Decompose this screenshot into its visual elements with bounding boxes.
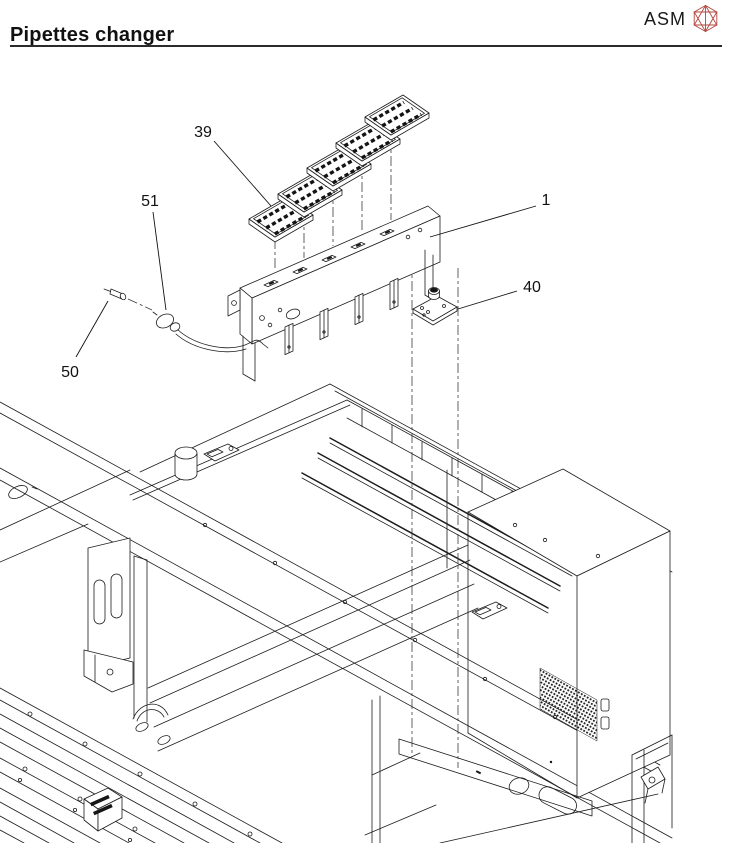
right-enclosure [467, 468, 671, 799]
callout-40: 40 [523, 279, 541, 296]
callouts: 39 51 50 1 40 [61, 124, 550, 381]
callout-1: 1 [542, 192, 551, 209]
asm-logo-icon [693, 4, 718, 33]
callout-39: 39 [194, 124, 212, 141]
page-title: Pipettes changer [10, 24, 175, 46]
machine-chassis [0, 383, 673, 843]
leader-39 [213, 140, 272, 207]
part-40-plate [412, 287, 458, 326]
front-panel [398, 734, 673, 843]
centerline-screw [127, 298, 153, 311]
title-underline [10, 45, 722, 47]
leader-1 [429, 205, 537, 238]
centerlines [127, 137, 459, 768]
part-50-screw [103, 288, 127, 301]
leader-50 [75, 300, 109, 358]
leader-51 [152, 211, 167, 311]
knob [174, 446, 198, 481]
button-plate [203, 443, 240, 462]
left-bracket [83, 537, 148, 723]
leader-40 [457, 290, 518, 310]
asm-logo: ASM [644, 4, 722, 34]
deck-bands [147, 544, 479, 752]
frame-beams [0, 687, 283, 843]
callout-50: 50 [61, 364, 79, 381]
part-51-cable-connector [152, 311, 269, 353]
callout-51: 51 [141, 193, 159, 210]
vent-grille [539, 667, 598, 742]
deck-button-plate [471, 601, 508, 620]
beam-holes [17, 711, 253, 843]
left-details [8, 485, 171, 832]
center-frame [364, 695, 437, 843]
asm-logo-text: ASM [643, 8, 686, 29]
part-1-rail [227, 205, 441, 382]
hinge-bracket [640, 766, 666, 790]
